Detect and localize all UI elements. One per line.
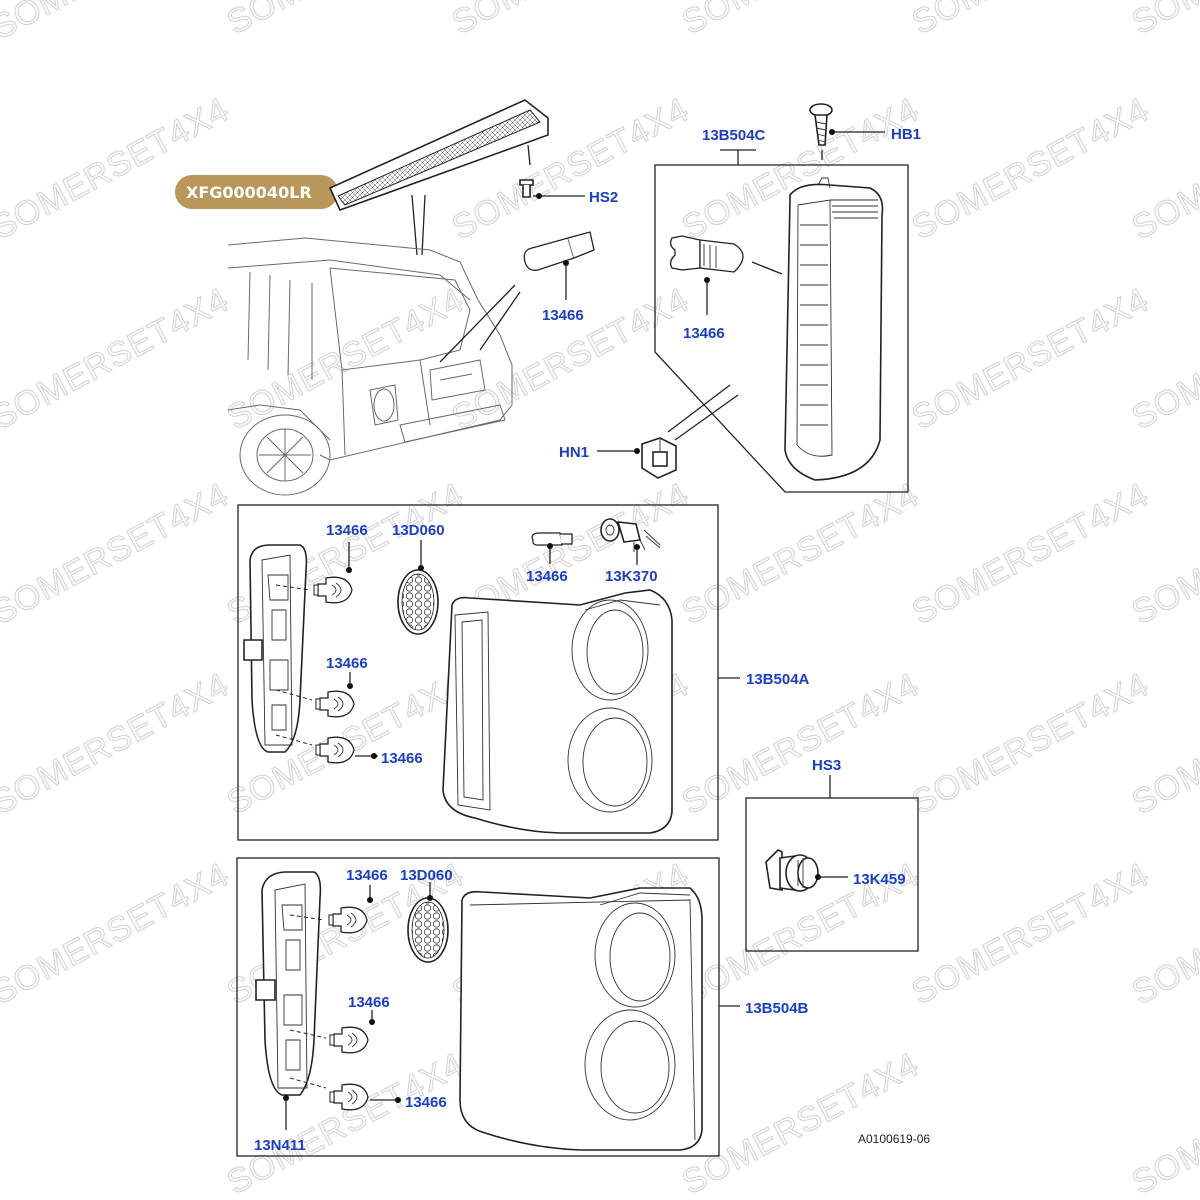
lamp-a-bulb-holder	[243, 544, 313, 753]
part-reference-badge: XFG000040LR	[175, 175, 338, 209]
watermark: SOMERSET4X4	[906, 665, 1155, 822]
lamp-a-bulb-mid-callout: 13466	[326, 655, 368, 689]
watermark: SOMERSET4X4	[446, 280, 695, 437]
screw-hs2: HS2	[519, 179, 618, 206]
callout-hs3: HS3	[812, 757, 841, 774]
lamp-a-bulb-top-callout: 13466	[326, 522, 368, 573]
lamp-a-bulb-low-callout: 13466	[355, 750, 423, 767]
lamp-b-bulb-low-callout: 13466	[370, 1094, 447, 1111]
watermark: SOMERSET4X4	[1126, 1045, 1200, 1200]
screw-hb1: HB1	[809, 103, 921, 160]
watermark: SOMERSET4X4	[221, 280, 470, 437]
watermark: SOMERSET4X4	[1126, 0, 1200, 42]
fog-lamp-panel: HS3	[745, 757, 919, 952]
watermark: SOMERSET4X4	[446, 90, 695, 247]
watermark: SOMERSET4X4	[446, 0, 695, 42]
callout-lamp-a-bulb-top: 13466	[326, 522, 368, 539]
watermark: SOMERSET4X4	[0, 90, 235, 247]
callout-lamp-a-grille: 13D060	[392, 522, 445, 539]
watermark: SOMERSET4X4	[0, 0, 235, 47]
lamp-a-grille: 13D060	[392, 522, 445, 635]
callout-lamp-a-socket: 13K370	[605, 568, 658, 585]
watermark: SOMERSET4X4	[0, 475, 235, 632]
watermark: SOMERSET4X4	[906, 855, 1155, 1012]
rear-lamp-b-panel: 13B504B	[236, 857, 809, 1157]
callout-lamp-a-bulb-mid: 13466	[326, 655, 368, 672]
callout-lamp-a-wedge-bulb: 13466	[526, 568, 568, 585]
watermark: SOMERSET4X4	[676, 0, 925, 42]
watermark: SOMERSET4X4	[0, 280, 235, 437]
callout-bulb-side-marker: 13466	[683, 325, 725, 342]
lamp-a-socket: 13K370	[600, 518, 661, 585]
badge-text: XFG000040LR	[186, 183, 312, 202]
wedge-bulb-high-stop: 13466	[523, 231, 595, 324]
callout-lamp-b: 13B504B	[745, 1000, 809, 1017]
callout-lamp-b-bulb-top: 13466	[346, 867, 388, 884]
lamp-b-grille: 13D060	[400, 867, 453, 963]
lamp-b-bulb-mid-callout: 13466	[348, 994, 390, 1025]
vehicle-outline	[227, 237, 521, 496]
callout-lamp-b-holder: 13N411	[254, 1137, 306, 1154]
callout-lamp-b-bulb-mid: 13466	[348, 994, 390, 1011]
side-marker-lens	[784, 177, 884, 481]
callout-hn1: HN1	[559, 444, 589, 461]
callout-lamp-a: 13B504A	[746, 671, 810, 688]
watermark: SOMERSET4X4	[906, 90, 1155, 247]
callout-lamp-a-bulb-low: 13466	[381, 750, 423, 767]
lamp-a-lens	[442, 589, 673, 834]
bulb-side-marker: 13466	[669, 235, 783, 342]
watermark: SOMERSET4X4	[0, 855, 235, 1012]
drawing-number: A0100619-06	[858, 1132, 930, 1146]
callout-hb1: HB1	[891, 126, 921, 143]
watermark: SOMERSET4X4	[906, 475, 1155, 632]
watermark: SOMERSET4X4	[906, 280, 1155, 437]
watermark: SOMERSET4X4	[676, 1045, 925, 1200]
watermark: SOMERSET4X4	[221, 0, 470, 42]
clip-hn1: HN1	[559, 384, 739, 479]
watermark: SOMERSET4X4	[906, 0, 1155, 42]
fog-lamp-bulb: 13K459	[765, 849, 906, 892]
watermark: SOMERSET4X4	[676, 475, 925, 632]
lamp-b-bulb-holder: 13N411	[254, 871, 327, 1154]
watermark: SOMERSET4X4	[221, 1045, 470, 1200]
lamp-b-lens	[459, 887, 703, 1151]
watermark: SOMERSET4X4	[0, 665, 235, 822]
callout-bulb-high-stop: 13466	[542, 307, 584, 324]
high-mount-stop-lamp	[328, 99, 549, 256]
lamp-b-bulb-top-callout: 13466	[346, 867, 388, 903]
callout-foglamp-bulb: 13K459	[853, 871, 906, 888]
side-marker-panel: 13B504C	[654, 127, 909, 493]
callout-lamp-b-grille: 13D060	[400, 867, 453, 884]
lamp-a-wedge-bulb: 13466	[526, 532, 573, 585]
callout-hs2: HS2	[589, 189, 618, 206]
rear-lamp-a-panel: 13B504A	[237, 504, 810, 841]
callout-13b504c: 13B504C	[702, 127, 766, 144]
callout-lamp-b-bulb-low: 13466	[405, 1094, 447, 1111]
